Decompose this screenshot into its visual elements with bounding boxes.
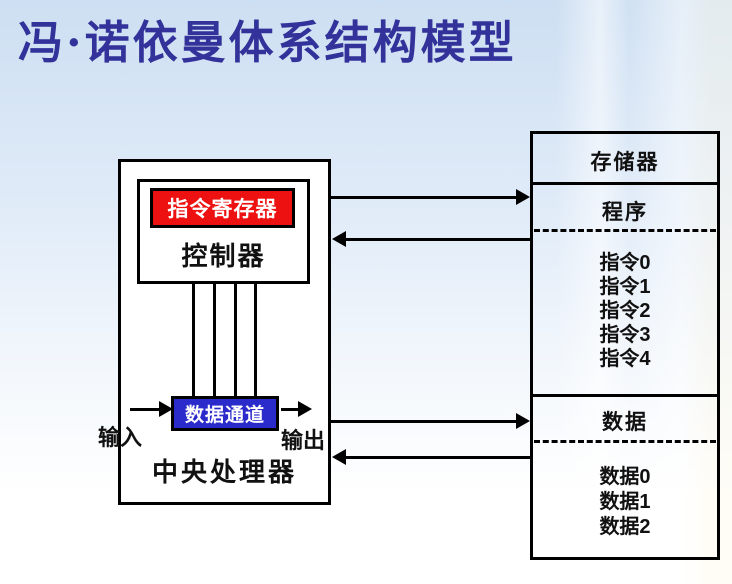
cpu-to-memory-arrow-bottom: [331, 413, 530, 429]
program-item: 指令3: [599, 324, 651, 346]
cpu-to-memory-arrow-top: [331, 189, 530, 205]
program-dashed-divider: [534, 229, 716, 232]
data-channel-box: 数据通道: [171, 396, 279, 431]
memory-to-cpu-arrow-top: [332, 231, 531, 247]
program-item: 指令1: [599, 276, 651, 298]
control-bus-line: [234, 284, 237, 397]
control-bus-line: [213, 284, 216, 397]
controller-label: 控制器: [181, 241, 266, 271]
cpu-label: 中央处理器: [151, 457, 297, 487]
output-label: 输出: [281, 428, 326, 453]
data-dashed-divider: [534, 440, 716, 443]
memory-to-cpu-arrow-bottom: [332, 449, 531, 465]
control-bus-line: [254, 284, 257, 397]
program-item: 指令0: [599, 252, 651, 274]
control-bus-line: [192, 284, 195, 397]
program-items-list: 指令0 指令1 指令2 指令3 指令4: [530, 251, 720, 371]
data-item: 数据1: [599, 491, 651, 513]
memory-title: 存储器: [590, 151, 660, 174]
slide-title: 冯·诺依曼体系结构模型: [18, 16, 517, 69]
input-label: 输入: [98, 425, 143, 450]
program-section-label: 程序: [602, 201, 648, 224]
memory-divider-solid-top: [530, 182, 720, 185]
memory-divider-solid-middle: [530, 394, 720, 397]
instruction-register-label: 指令寄存器: [167, 198, 278, 221]
data-section-label: 数据: [602, 411, 648, 434]
program-item: 指令4: [599, 348, 651, 370]
output-arrow: [281, 401, 312, 417]
data-channel-label: 数据通道: [184, 405, 265, 426]
data-items-list: 数据0 数据1 数据2: [530, 465, 720, 540]
program-item: 指令2: [599, 300, 651, 322]
input-arrow: [130, 401, 173, 417]
data-item: 数据0: [599, 466, 651, 488]
instruction-register-box: 指令寄存器: [150, 188, 295, 228]
memory-box: [530, 131, 720, 560]
data-item: 数据2: [599, 516, 651, 538]
